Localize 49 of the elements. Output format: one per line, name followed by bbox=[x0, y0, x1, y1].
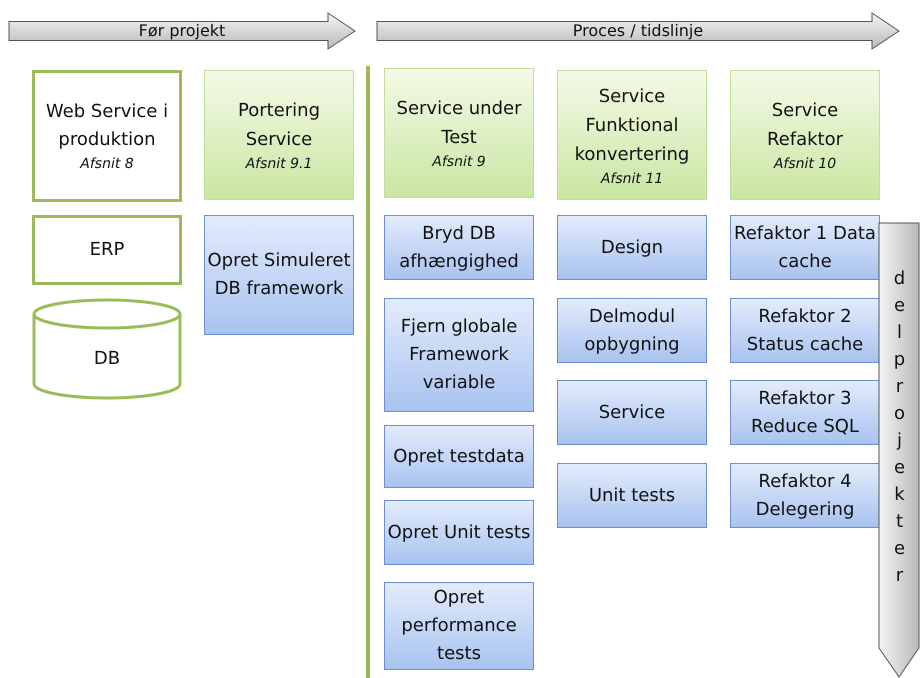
process-box bbox=[730, 215, 880, 280]
process-box bbox=[384, 215, 534, 280]
process-box bbox=[32, 70, 182, 202]
box-label: ERP bbox=[90, 238, 124, 262]
box-label: Delmodul opbygning bbox=[583, 304, 681, 356]
process-box bbox=[384, 425, 534, 488]
process-box bbox=[204, 215, 354, 335]
box-label: Service Refaktor bbox=[766, 99, 844, 152]
section-header-box bbox=[557, 70, 707, 200]
process-box bbox=[730, 380, 880, 445]
box-label: Opret Unit tests bbox=[388, 520, 530, 544]
process-box bbox=[730, 298, 880, 363]
box-label: Refaktor 3 Reduce SQL bbox=[750, 386, 860, 438]
section-reference: Afsnit 9 bbox=[432, 153, 486, 172]
section-reference: Afsnit 9.1 bbox=[246, 155, 312, 174]
section-header-box bbox=[204, 70, 354, 200]
box-label: Opret testdata bbox=[393, 444, 525, 468]
process-box bbox=[557, 215, 707, 280]
process-box bbox=[32, 215, 182, 285]
box-label: Fjern globale Framework variable bbox=[400, 315, 518, 395]
box-label: Refaktor 4 Delegering bbox=[754, 470, 856, 522]
box-label: Design bbox=[600, 236, 664, 260]
section-reference: Afsnit 8 bbox=[80, 155, 134, 174]
arrow-label: delprojekter bbox=[888, 268, 911, 592]
process-box bbox=[730, 463, 880, 528]
arrow-label: Før projekt bbox=[138, 21, 226, 41]
process-box bbox=[557, 298, 707, 363]
box-label: Opret Simuleret DB framework bbox=[206, 249, 352, 301]
section-header-box bbox=[384, 68, 534, 198]
box-label: Service Funktional konvertering bbox=[574, 84, 690, 166]
box-label: Opret performance tests bbox=[400, 586, 518, 666]
arrow-label: Proces / tidslinje bbox=[572, 21, 704, 41]
box-label: Unit tests bbox=[588, 484, 676, 508]
section-reference: Afsnit 11 bbox=[600, 170, 664, 188]
box-label: Refaktor 1 Data cache bbox=[733, 222, 877, 274]
process-box bbox=[384, 298, 534, 412]
process-box bbox=[384, 582, 534, 670]
process-box bbox=[557, 463, 707, 528]
section-reference: Afsnit 10 bbox=[774, 155, 836, 174]
cylinder-label: DB bbox=[94, 347, 120, 371]
box-label: Bryd DB afhængighed bbox=[398, 222, 520, 274]
process-box bbox=[557, 380, 707, 445]
box-label: Portering Service bbox=[237, 99, 321, 152]
box-label: Refaktor 2 Status cache bbox=[746, 304, 864, 356]
box-label: Service under Test bbox=[396, 97, 522, 150]
box-label: Service bbox=[598, 400, 666, 424]
process-box bbox=[384, 500, 534, 565]
box-label: Web Service i produktion bbox=[44, 100, 170, 152]
section-header-box bbox=[730, 70, 880, 200]
